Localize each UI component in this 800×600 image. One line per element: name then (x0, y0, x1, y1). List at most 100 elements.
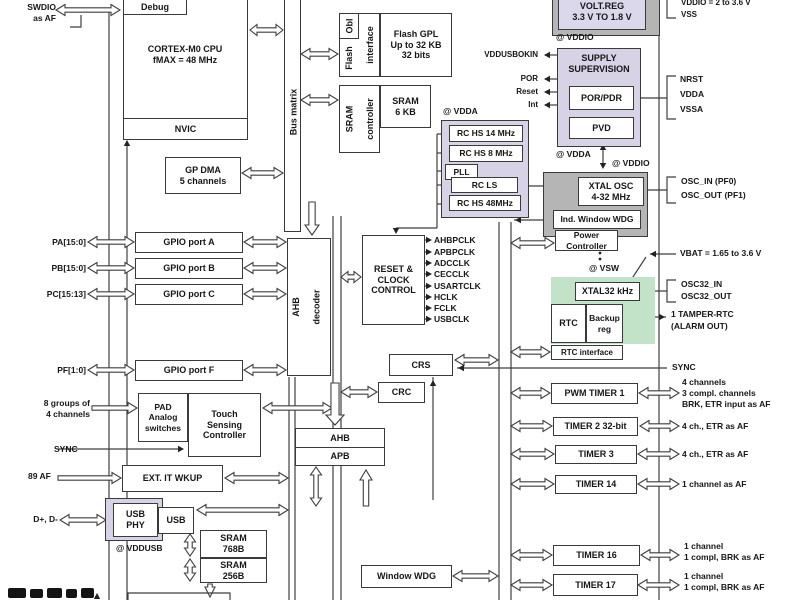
usb-sram-768-block: SRAM 768B (200, 530, 267, 558)
gp-dma-block: GP DMA 5 channels (165, 157, 241, 194)
wire (429, 380, 437, 386)
wire (86, 261, 136, 275)
bus-matrix-block (284, 0, 301, 232)
wire (86, 235, 136, 249)
pvd-block: PVD (569, 117, 634, 139)
wire (81, 588, 94, 598)
wire (426, 293, 432, 301)
wire (426, 270, 432, 278)
wire (544, 101, 550, 109)
wire (303, 201, 321, 236)
wire (599, 163, 607, 169)
touch-groups-label-1: 8 groups of (43, 398, 90, 408)
wire (426, 315, 432, 323)
swdio-pin-label-2: as AF (33, 13, 56, 23)
wire (249, 23, 284, 37)
at-vddusb-label: @ VDDUSB (116, 543, 163, 553)
wire (515, 216, 521, 224)
wire (544, 51, 550, 59)
clock-out-cecclk: CECCLK (434, 269, 470, 279)
wire (242, 363, 288, 377)
debug-label: Debug (141, 2, 169, 13)
wire (544, 75, 550, 83)
rc-hs8-block: RC HS 8 MHz (449, 145, 523, 162)
window-wdg-block: Window WDG (361, 565, 452, 588)
cpu-block-outline (123, 0, 248, 140)
wire (242, 235, 288, 249)
osc-in-pin-label: OSC_IN (PF0) (681, 176, 737, 186)
wire (666, 279, 676, 303)
usb-phy-block: USB PHY (113, 503, 158, 537)
por-pin-label: POR (520, 74, 538, 83)
wire (299, 47, 340, 61)
gpio-port-c-block: GPIO port C (135, 284, 243, 305)
wire (426, 282, 432, 290)
vssa-pin-label: VSSA (680, 104, 704, 114)
wire (66, 589, 77, 598)
wire (86, 363, 136, 377)
wire (223, 471, 290, 485)
pin-pa: PA[15:0] (52, 237, 86, 247)
wire (509, 345, 552, 359)
vbat-pin-label: VBAT = 1.65 to 3.6 V (680, 248, 762, 258)
pin-pb: PB[15:0] (51, 263, 86, 273)
flash-interface-label-2: interface (364, 26, 375, 64)
wire (123, 140, 131, 146)
timer2-pin-1: 4 ch., ETR as AF (682, 421, 749, 431)
af-count-label: 89 AF (28, 471, 51, 481)
wire (240, 166, 285, 180)
timer14-block: TIMER 14 (555, 475, 637, 494)
vss-pin-label: VSS (681, 10, 698, 19)
wire (630, 256, 647, 281)
wire (339, 385, 379, 399)
timer16-pin-1: 1 channel (684, 541, 724, 551)
wire (509, 578, 554, 592)
wire (57, 471, 123, 485)
at-vdda-supply-label: @ VDDA (556, 149, 591, 159)
clock-out-usartclk: USARTCLK (434, 281, 481, 291)
at-vddio-reg-label: @ VDDIO (556, 32, 594, 42)
at-vsw-label: @ VSW (589, 263, 620, 273)
timer1-pin-3: BRK, ETR input as AF (682, 399, 771, 409)
cpu-core-label: CORTEX-M0 CPU fMAX = 48 MHz (147, 44, 223, 65)
ahb-decoder-label-2: decoder (311, 289, 322, 325)
tamper-pin-label-2: (ALARM OUT) (671, 321, 728, 331)
wire (183, 558, 197, 582)
crs-block: CRS (389, 354, 453, 376)
timer17-pin-2: 1 compl, BRK as AF (684, 582, 765, 592)
wire (58, 513, 108, 527)
rc-hs14-block: RC HS 14 MHz (449, 125, 523, 142)
clock-out-adcclk: ADCCLK (434, 258, 470, 268)
wire (636, 578, 681, 592)
gpio-port-a-block: GPIO port A (135, 232, 243, 253)
wire (426, 259, 432, 267)
clock-out-fclk: FCLK (434, 303, 457, 313)
timer2-block: TIMER 2 32-bit (553, 417, 638, 436)
wire (451, 569, 500, 583)
obl-block (339, 13, 359, 39)
rc-ls-block: RC LS (451, 177, 518, 193)
wire (54, 3, 122, 17)
pin-pf: PF[1:0] (57, 365, 86, 375)
gpio-port-f-block: GPIO port F (135, 360, 243, 381)
wire (666, 176, 676, 204)
ind-window-wdg-block: Ind. Window WDG (553, 210, 641, 229)
nvic-block: NVIC (123, 118, 248, 140)
usb-sram-256-block: SRAM 256B (200, 558, 267, 583)
wire (242, 261, 288, 275)
sram-controller-label-2: controller (364, 98, 375, 140)
wire (183, 533, 197, 557)
wire (8, 588, 26, 598)
apb-bridge-block: APB (295, 447, 385, 466)
pwm-timer1-block: PWM TIMER 1 (551, 383, 638, 404)
touch-sensing-controller-block: Touch Sensing Controller (188, 393, 261, 457)
timer1-pin-2: 3 compl. channels (682, 388, 756, 398)
rcc-block: RESET & CLOCK CONTROL (362, 235, 425, 325)
wire (426, 304, 432, 312)
wire (47, 588, 62, 598)
backup-reg-block: Backup reg (586, 304, 623, 343)
timer16-block: TIMER 16 (553, 545, 640, 566)
rtc-block: RTC (551, 304, 586, 343)
